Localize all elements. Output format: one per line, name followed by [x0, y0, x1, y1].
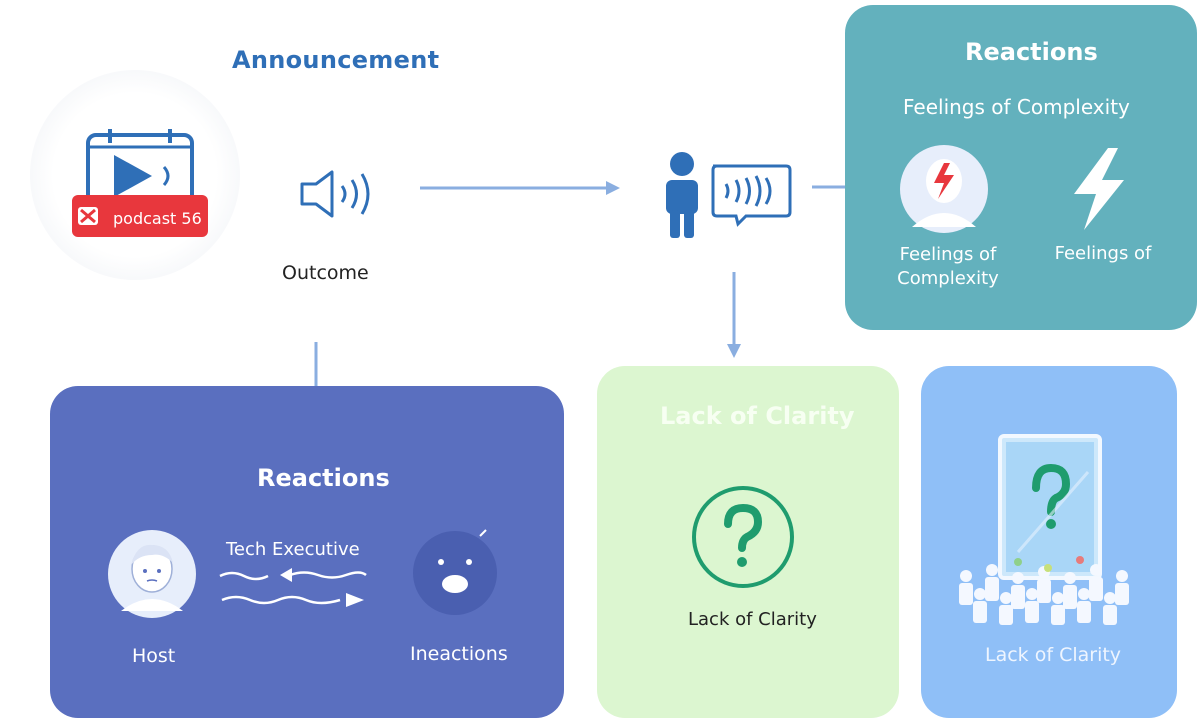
lack-of-clarity-green-title: Lack of Clarity	[660, 402, 855, 430]
question-circle-icon	[692, 486, 794, 588]
reaction-face-icon	[413, 529, 497, 615]
exchange-arrows-icon	[219, 568, 367, 607]
lack-of-clarity-blue-label: Lack of Clarity	[985, 644, 1122, 666]
reactions-top-subtitle: Feelings of Complexity	[903, 95, 1130, 119]
ineactions-label: Ineactions	[410, 643, 508, 665]
reactions-top-panel	[845, 5, 1197, 330]
announcement-title: Announcement	[232, 46, 440, 74]
podcast-badge-label: podcast 56	[113, 209, 202, 228]
host-label: Host	[132, 645, 176, 667]
person-speaking-icon	[666, 152, 792, 238]
speaker-icon	[300, 170, 370, 218]
outcome-label: Outcome	[282, 262, 369, 284]
arrow-outcome-to-person	[420, 181, 620, 195]
reactions-host-title: Reactions	[257, 464, 390, 492]
connector-line	[812, 185, 846, 189]
feelings-label-1: Feelings of Complexity	[897, 244, 999, 289]
video-calendar-icon	[72, 129, 208, 237]
feelings-label-2: Feelings of	[1054, 243, 1152, 264]
lack-of-clarity-green-panel	[597, 366, 899, 718]
stressed-face-icon	[900, 145, 988, 233]
lack-of-clarity-green-label: Lack of Clarity	[688, 609, 817, 630]
tech-executive-label: Tech Executive	[226, 539, 360, 560]
question-board-crowd-icon	[959, 434, 1129, 625]
arrow-person-to-lack	[727, 272, 741, 358]
reactions-top-title: Reactions	[965, 38, 1098, 66]
lightning-icon	[1074, 148, 1124, 230]
host-avatar-icon	[108, 530, 196, 618]
